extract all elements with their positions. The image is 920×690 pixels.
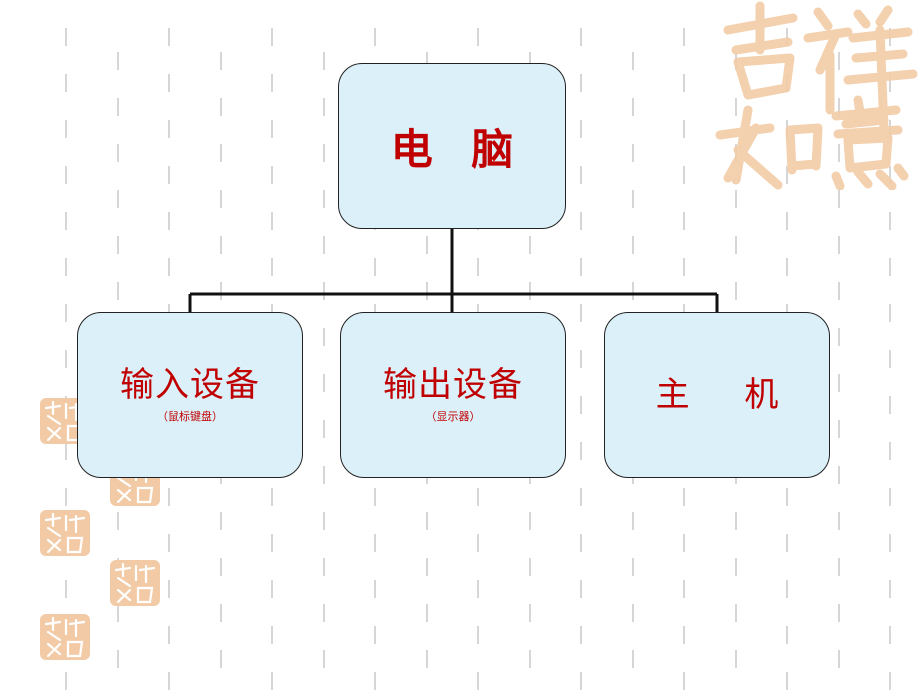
seal-decoration-small	[110, 560, 160, 606]
seal-decoration-small	[40, 510, 90, 556]
node-computer: 电 脑	[338, 63, 566, 229]
node-output-devices: 输出设备 （显示器）	[340, 312, 566, 478]
node-host-label: 主 机	[655, 375, 801, 415]
node-input-devices-sublabel: （鼠标键盘）	[157, 410, 223, 423]
node-input-devices: 输入设备 （鼠标键盘）	[77, 312, 303, 478]
node-host: 主 机	[604, 312, 830, 478]
node-input-devices-label: 输入设备	[120, 365, 260, 405]
node-computer-label: 电 脑	[390, 124, 526, 174]
node-output-devices-label: 输出设备	[383, 365, 523, 405]
node-output-devices-sublabel: （显示器）	[425, 410, 481, 423]
seal-decoration-small	[40, 614, 90, 660]
seal-decoration-large	[715, 1, 918, 190]
